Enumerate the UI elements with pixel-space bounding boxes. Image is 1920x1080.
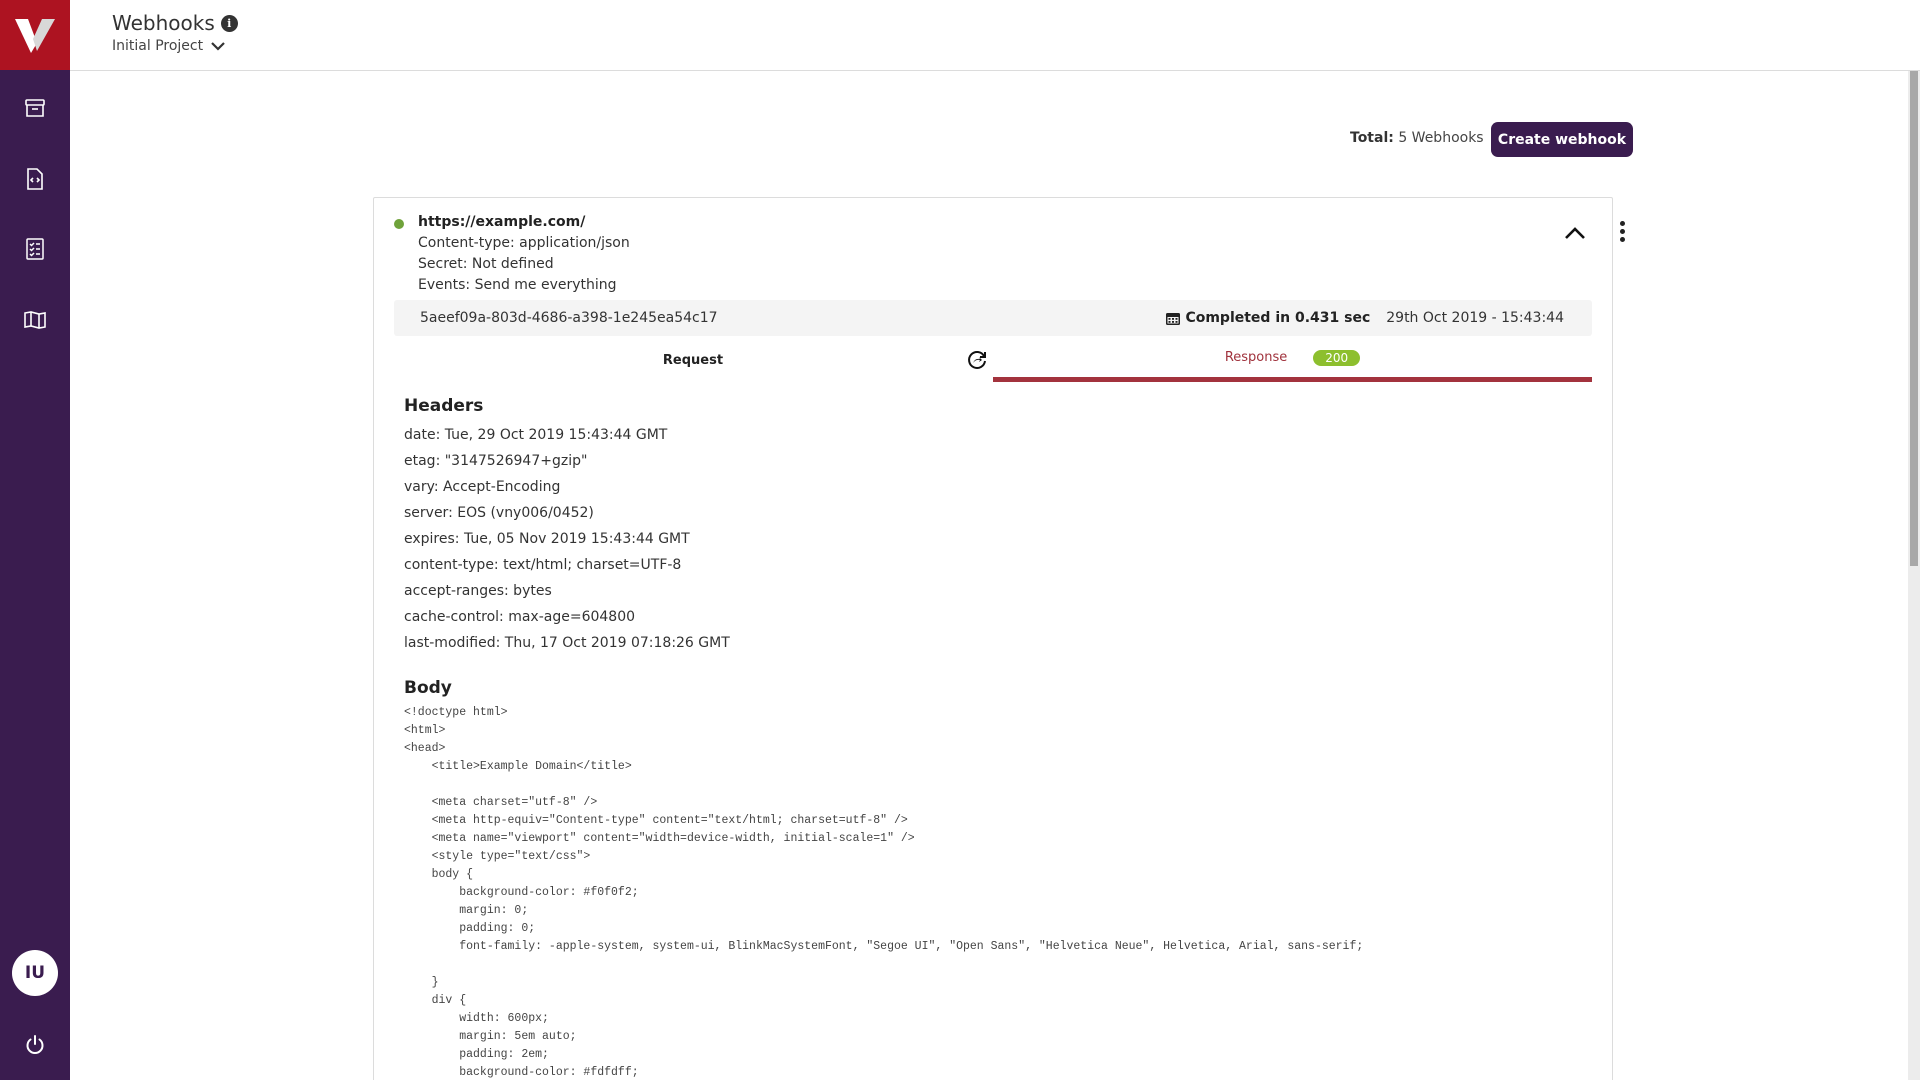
redeliver-icon bbox=[968, 351, 986, 369]
header-line: content-type: text/html; charset=UTF-8 bbox=[404, 557, 682, 573]
status-dot bbox=[394, 219, 404, 229]
webhook-events: Events: Send me everything bbox=[418, 277, 617, 293]
sidebar-item-map[interactable] bbox=[0, 300, 70, 340]
create-webhook-button[interactable]: Create webhook bbox=[1491, 122, 1633, 157]
delivery-row[interactable]: 5aeef09a-803d-4686-a398-1e245ea54c17 Com… bbox=[394, 300, 1592, 336]
sidebar-item-archive[interactable] bbox=[0, 88, 70, 128]
logo[interactable] bbox=[0, 0, 70, 70]
total-value: 5 Webhooks bbox=[1398, 130, 1484, 146]
status-code-badge: 200 bbox=[1313, 349, 1361, 366]
body-title: Body bbox=[404, 678, 452, 698]
delivery-timestamp: 29th Oct 2019 - 15:43:44 bbox=[1386, 310, 1564, 326]
checklist-icon bbox=[26, 238, 44, 260]
chevron-up-icon bbox=[1565, 227, 1585, 239]
info-icon[interactable]: i bbox=[220, 14, 238, 32]
tab-response-label: Response bbox=[1224, 350, 1288, 365]
code-file-icon bbox=[27, 168, 43, 190]
response-content: Headers date: Tue, 29 Oct 2019 15:43:44 … bbox=[404, 396, 1584, 1080]
redeliver-button[interactable] bbox=[965, 348, 989, 372]
page-title: Webhooks bbox=[112, 11, 215, 35]
kebab-dot bbox=[1619, 228, 1625, 234]
header-line: server: EOS (vny006/0452) bbox=[404, 505, 594, 521]
calendar-icon bbox=[1166, 312, 1181, 325]
header-line: accept-ranges: bytes bbox=[404, 583, 552, 599]
logo-icon bbox=[15, 19, 55, 53]
header-line: vary: Accept-Encoding bbox=[404, 479, 561, 495]
webhook-content-type: Content-type: application/json bbox=[418, 235, 630, 251]
power-icon bbox=[26, 1035, 44, 1054]
webhook-url: https://example.com/ bbox=[418, 214, 586, 230]
logout-button[interactable] bbox=[0, 1025, 70, 1065]
tab-request[interactable]: Request bbox=[394, 338, 992, 382]
header-line: date: Tue, 29 Oct 2019 15:43:44 GMT bbox=[404, 427, 668, 443]
header-line: etag: "3147526947+gzip" bbox=[404, 453, 588, 469]
kebab-dot bbox=[1619, 236, 1625, 242]
scrollbar-thumb[interactable] bbox=[1910, 71, 1918, 566]
headers-title: Headers bbox=[404, 396, 484, 416]
delivery-id[interactable]: 5aeef09a-803d-4686-a398-1e245ea54c17 bbox=[420, 310, 718, 326]
chevron-down-icon bbox=[211, 41, 225, 51]
sidebar: IU bbox=[0, 0, 70, 1080]
project-name: Initial Project bbox=[112, 38, 204, 54]
kebab-dot bbox=[1619, 220, 1625, 226]
title-row: Webhooks i bbox=[112, 11, 238, 35]
page-header: Webhooks i Initial Project bbox=[70, 0, 1920, 71]
webhook-info: https://example.com/ Content-type: appli… bbox=[418, 212, 630, 296]
collapse-button[interactable] bbox=[1560, 218, 1590, 248]
delivery-meta: Completed in 0.431 sec 29th Oct 2019 - 1… bbox=[1166, 310, 1564, 326]
project-selector[interactable]: Initial Project bbox=[112, 38, 225, 54]
more-options-button[interactable] bbox=[1612, 216, 1632, 246]
map-icon bbox=[24, 311, 46, 329]
header-line: expires: Tue, 05 Nov 2019 15:43:44 GMT bbox=[404, 531, 690, 547]
tab-response[interactable]: Response 200 bbox=[993, 338, 1592, 382]
avatar[interactable]: IU bbox=[12, 950, 58, 996]
request-response-tabs: Request Response 200 bbox=[394, 338, 1592, 382]
tab-request-label: Request bbox=[662, 352, 724, 368]
archive-icon bbox=[25, 99, 45, 117]
response-body: <!doctype html> <html> <head> <title>Exa… bbox=[404, 706, 1364, 1079]
header-line: cache-control: max-age=604800 bbox=[404, 609, 636, 625]
webhook-secret: Secret: Not defined bbox=[418, 256, 554, 272]
header-line: last-modified: Thu, 17 Oct 2019 07:18:26… bbox=[404, 635, 730, 651]
webhook-total: Total: 5 Webhooks bbox=[1350, 130, 1484, 146]
delivery-duration: Completed in 0.431 sec bbox=[1166, 310, 1370, 326]
sidebar-item-checklist[interactable] bbox=[0, 229, 70, 269]
completed-text: Completed in 0.431 sec bbox=[1185, 310, 1371, 326]
scrollbar[interactable] bbox=[1908, 71, 1920, 1080]
sidebar-item-code-file[interactable] bbox=[0, 159, 70, 199]
headers-list: date: Tue, 29 Oct 2019 15:43:44 GMT etag… bbox=[404, 422, 1584, 656]
webhook-card: https://example.com/ Content-type: appli… bbox=[373, 197, 1625, 1080]
total-label: Total: bbox=[1350, 130, 1394, 146]
